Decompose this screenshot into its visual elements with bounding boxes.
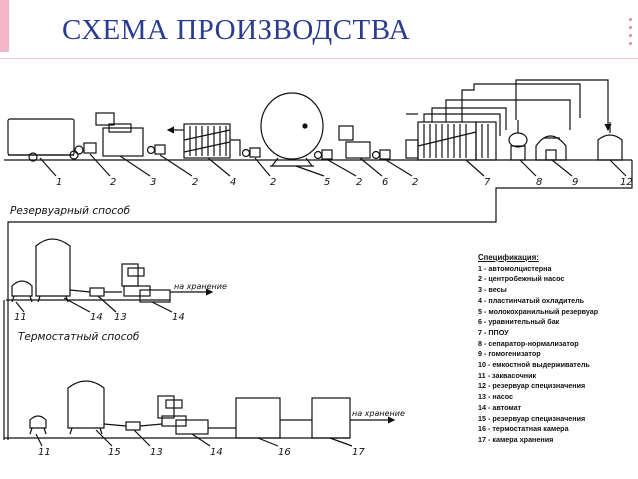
centrifugal-pump bbox=[241, 147, 261, 158]
spec-item: 9 - гомогенизатор bbox=[478, 349, 541, 359]
homogenizer bbox=[535, 135, 567, 161]
label-11-bottom: 11 bbox=[38, 447, 51, 458]
ornament-dot bbox=[629, 34, 632, 37]
centrifugal-pump bbox=[74, 142, 97, 155]
label-4: 4 bbox=[230, 177, 236, 188]
spec-item: 1 - автомолцистерна bbox=[478, 263, 552, 273]
pump-13-bottom bbox=[125, 421, 141, 431]
storage-label-bottom: на хранение bbox=[352, 409, 405, 418]
label-9: 9 bbox=[572, 177, 578, 188]
label-16: 16 bbox=[278, 447, 291, 458]
page-title: СХЕМА ПРОИЗВОДСТВА bbox=[62, 14, 411, 46]
filling-machine bbox=[121, 263, 171, 303]
special-purpose-tank-reservoir bbox=[35, 238, 71, 303]
label-12: 12 bbox=[620, 177, 633, 188]
spec-item: 14 - автомат bbox=[478, 402, 522, 412]
spec-item: 7 - ППОУ bbox=[478, 327, 509, 337]
label-17: 17 bbox=[352, 447, 365, 458]
special-purpose-tank bbox=[597, 122, 623, 161]
spec-item: 13 - насос bbox=[478, 392, 514, 402]
centrifugal-pump bbox=[313, 149, 333, 160]
ornament-dot bbox=[629, 18, 632, 21]
label-6: 6 bbox=[382, 177, 388, 188]
scales bbox=[95, 112, 144, 157]
spec-item: 15 - резервуар специзначения bbox=[478, 413, 586, 423]
special-purpose-tank-bottom bbox=[67, 380, 105, 435]
label-5: 5 bbox=[324, 177, 330, 188]
label-2c: 2 bbox=[270, 177, 276, 188]
accent-bar bbox=[0, 0, 9, 52]
thermostat-method-label: Термостатный способ bbox=[18, 331, 140, 343]
label-3: 3 bbox=[150, 177, 156, 188]
spec-item: 8 - сепаратор-нормализатор bbox=[478, 338, 579, 348]
spec-item: 6 - уравнительный бак bbox=[478, 317, 560, 327]
label-2e: 2 bbox=[412, 177, 418, 188]
spec-item: 2 - центробежный насос bbox=[478, 274, 565, 284]
specification-title: Спецификация: bbox=[478, 253, 539, 262]
spec-item: 10 - емкостной выдерживатель bbox=[478, 360, 590, 370]
label-2b: 2 bbox=[192, 177, 198, 188]
storage-chamber bbox=[311, 397, 351, 439]
label-1: 1 bbox=[56, 177, 62, 188]
specification-legend: Спецификация: 1 - автомолцистерна 2 - це… bbox=[478, 253, 638, 446]
separator-normalizer bbox=[508, 120, 528, 161]
ornament-dot bbox=[629, 26, 632, 29]
plate-cooler bbox=[183, 123, 231, 159]
pump-13 bbox=[89, 287, 105, 297]
storage-label-middle: на хранение bbox=[174, 282, 227, 291]
label-8: 8 bbox=[536, 177, 542, 188]
milk-storage-tank bbox=[260, 92, 324, 167]
thermostatic-chamber bbox=[235, 397, 281, 439]
spec-item: 4 - пластинчатый охладитель bbox=[478, 295, 585, 305]
label-13-bottom: 13 bbox=[150, 447, 163, 458]
label-11-mid: 11 bbox=[14, 312, 27, 323]
spec-item: 12 - резервуар специзначения bbox=[478, 381, 586, 391]
centrifugal-pump bbox=[146, 144, 166, 155]
reservoir-method-label: Резервуарный способ bbox=[10, 205, 131, 217]
spec-item: 17 - камера хранения bbox=[478, 434, 554, 444]
label-14-bottom: 14 bbox=[210, 447, 223, 458]
label-14-mid-a: 14 bbox=[90, 312, 103, 323]
side-ornament bbox=[627, 18, 635, 50]
label-15: 15 bbox=[108, 447, 121, 458]
spec-item: 5 - молокохранильный резервуар bbox=[478, 306, 599, 316]
spec-item: 11 - заквасочник bbox=[478, 370, 537, 380]
title-rule bbox=[0, 58, 638, 59]
spec-item: 16 - термостатная камера bbox=[478, 424, 569, 434]
centrifugal-pump bbox=[371, 149, 391, 160]
label-7: 7 bbox=[484, 177, 491, 188]
ornament-dot bbox=[629, 42, 632, 45]
balance-tank bbox=[338, 125, 371, 159]
label-2a: 2 bbox=[110, 177, 116, 188]
label-14-mid-b: 14 bbox=[172, 312, 185, 323]
label-2d: 2 bbox=[356, 177, 362, 188]
starter-tank bbox=[11, 280, 33, 303]
label-13-mid: 13 bbox=[114, 312, 127, 323]
milk-tanker-truck bbox=[7, 118, 79, 162]
production-scheme-diagram: 1 2 3 2 4 2 5 2 6 2 7 8 9 12 11 14 13 14… bbox=[3, 79, 633, 458]
pasteurizer-plate-unit bbox=[405, 121, 497, 161]
filling-machine-bottom bbox=[157, 395, 209, 435]
starter-tank-bottom bbox=[29, 415, 47, 435]
spec-item: 3 - весы bbox=[478, 285, 507, 295]
